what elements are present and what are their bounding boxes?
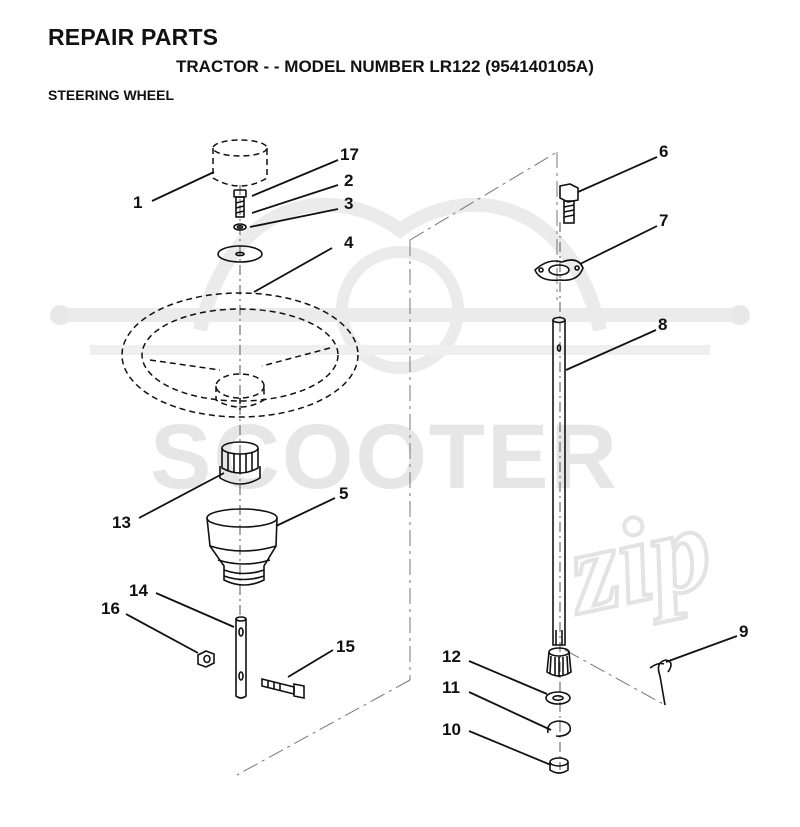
callout-16: 16 — [101, 599, 120, 618]
section-title: STEERING WHEEL — [48, 87, 175, 103]
steering-wheel — [121, 292, 359, 418]
callout-1: 1 — [133, 193, 142, 212]
support-bolt — [261, 677, 305, 699]
cap-bolt — [233, 189, 247, 218]
callout-7: 7 — [659, 211, 668, 230]
callout-13: 13 — [112, 513, 131, 532]
flange-bushing — [534, 259, 584, 282]
splined-adapter — [219, 441, 261, 485]
steering-wheel-cap — [212, 139, 268, 187]
retaining-ring — [546, 720, 572, 737]
watermark-logo: SCOOTER zip — [50, 197, 750, 642]
watermark-text: SCOOTER — [150, 406, 619, 508]
callout-15: 15 — [336, 637, 355, 656]
steering-shaft — [546, 316, 572, 677]
cotter-pin — [649, 659, 672, 706]
hex-nut — [197, 650, 215, 668]
callout-12: 12 — [442, 647, 461, 666]
lock-washer — [233, 223, 247, 231]
steering-support — [235, 616, 247, 699]
callout-2: 2 — [344, 171, 353, 190]
watermark-script: zip — [554, 480, 723, 640]
callout-9: 9 — [739, 622, 748, 641]
callout-17: 17 — [340, 145, 359, 164]
shaft-washer — [545, 691, 571, 705]
model-subtitle: TRACTOR - - MODEL NUMBER LR122 (95414010… — [176, 57, 594, 76]
callout-numbers: 1 17 2 3 4 13 5 14 16 15 6 7 8 9 12 11 1… — [101, 142, 748, 739]
lower-bushing — [549, 757, 569, 774]
column-bolt — [559, 183, 579, 224]
callout-5: 5 — [339, 484, 348, 503]
page-title: REPAIR PARTS — [48, 24, 219, 50]
callout-14: 14 — [129, 581, 148, 600]
callout-8: 8 — [658, 315, 667, 334]
flat-washer — [217, 245, 263, 263]
callout-3: 3 — [344, 194, 353, 213]
callout-11: 11 — [442, 678, 460, 697]
callout-6: 6 — [659, 142, 668, 161]
leader-lines — [125, 156, 738, 766]
column-boot — [206, 508, 278, 586]
callout-10: 10 — [442, 720, 461, 739]
callout-4: 4 — [344, 233, 354, 252]
